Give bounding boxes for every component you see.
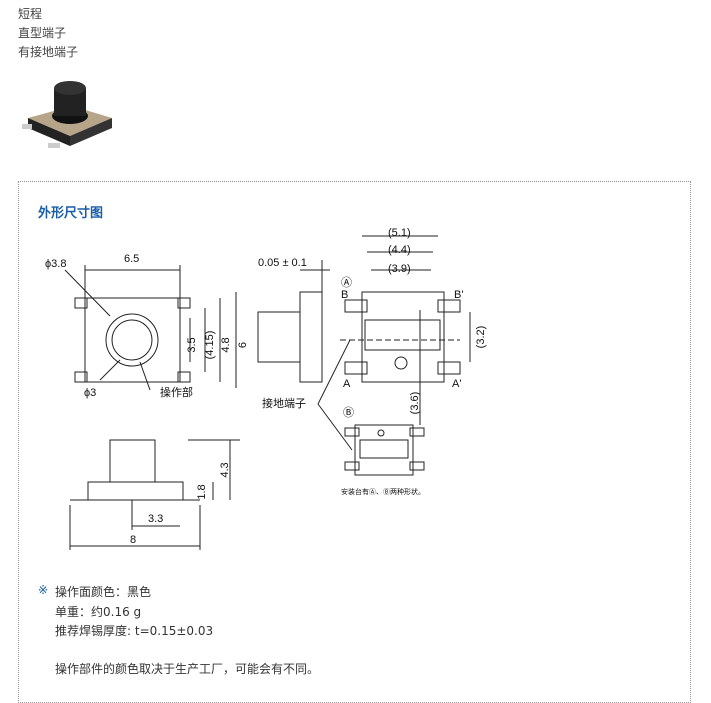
dim-3-9: (3.9) <box>388 263 411 275</box>
dim-4-8: 4.8 <box>220 337 232 352</box>
note-mark: ※ <box>38 583 49 597</box>
dim-3-6: (3.6) <box>409 392 421 415</box>
dim-3-2: (3.2) <box>475 326 487 349</box>
section-title: 外形尺寸图 <box>38 206 104 221</box>
mount-note: 安装台有Ⓐ、Ⓑ两种形状。 <box>341 487 425 496</box>
dimension-drawing: ϕ3.8 6.5 3.5 (4.15) 4.8 6 ϕ3 操作部 0.05 ± … <box>45 227 487 550</box>
dim-8: 8 <box>130 534 136 546</box>
note-weight: 单重：约0.16 g <box>55 605 142 619</box>
label-circled-b: Ⓑ <box>343 406 354 419</box>
note-solder: 推荐焊锡厚度: t=0.15±0.03 <box>55 624 214 638</box>
dim-4-3: 4.3 <box>219 462 231 477</box>
dim-3-3: 3.3 <box>148 513 163 525</box>
dim-4-4: (4.4) <box>388 244 411 256</box>
dim-1-8: 1.8 <box>196 484 208 499</box>
tag-short-stroke: 短程 <box>18 7 43 21</box>
front-view <box>69 439 240 550</box>
label-b: B <box>341 289 348 301</box>
dim-5-1: (5.1) <box>388 227 411 239</box>
label-b-prime: B' <box>454 289 463 301</box>
tag-straight-terminal: 直型端子 <box>18 26 67 40</box>
dim-gap: 0.05 ± 0.1 <box>258 257 307 269</box>
dim-phi38: ϕ3.8 <box>45 258 66 270</box>
bottom-view-b <box>344 424 425 476</box>
bottom-view-a <box>317 235 471 451</box>
side-view <box>257 260 330 383</box>
label-a-prime: A' <box>452 378 461 390</box>
label-circled-a: Ⓐ <box>341 276 352 289</box>
dim-phi3: ϕ3 <box>84 387 96 399</box>
dim-4-15: (4.15) <box>204 331 216 360</box>
label-operating-part: 操作部 <box>160 385 193 399</box>
label-a: A <box>343 378 351 390</box>
dim-6-5: 6.5 <box>124 253 139 265</box>
note-disclaimer: 操作部件的颜色取决于生产工厂，可能会有不同。 <box>55 662 320 676</box>
dim-6: 6 <box>237 342 249 348</box>
top-view <box>64 265 237 391</box>
dim-3-5: 3.5 <box>186 337 198 352</box>
label-ground-terminal: 接地端子 <box>262 397 306 410</box>
tag-ground-terminal: 有接地端子 <box>18 45 79 59</box>
note-color: 操作面颜色：黑色 <box>55 585 152 599</box>
product-photo <box>22 81 112 148</box>
